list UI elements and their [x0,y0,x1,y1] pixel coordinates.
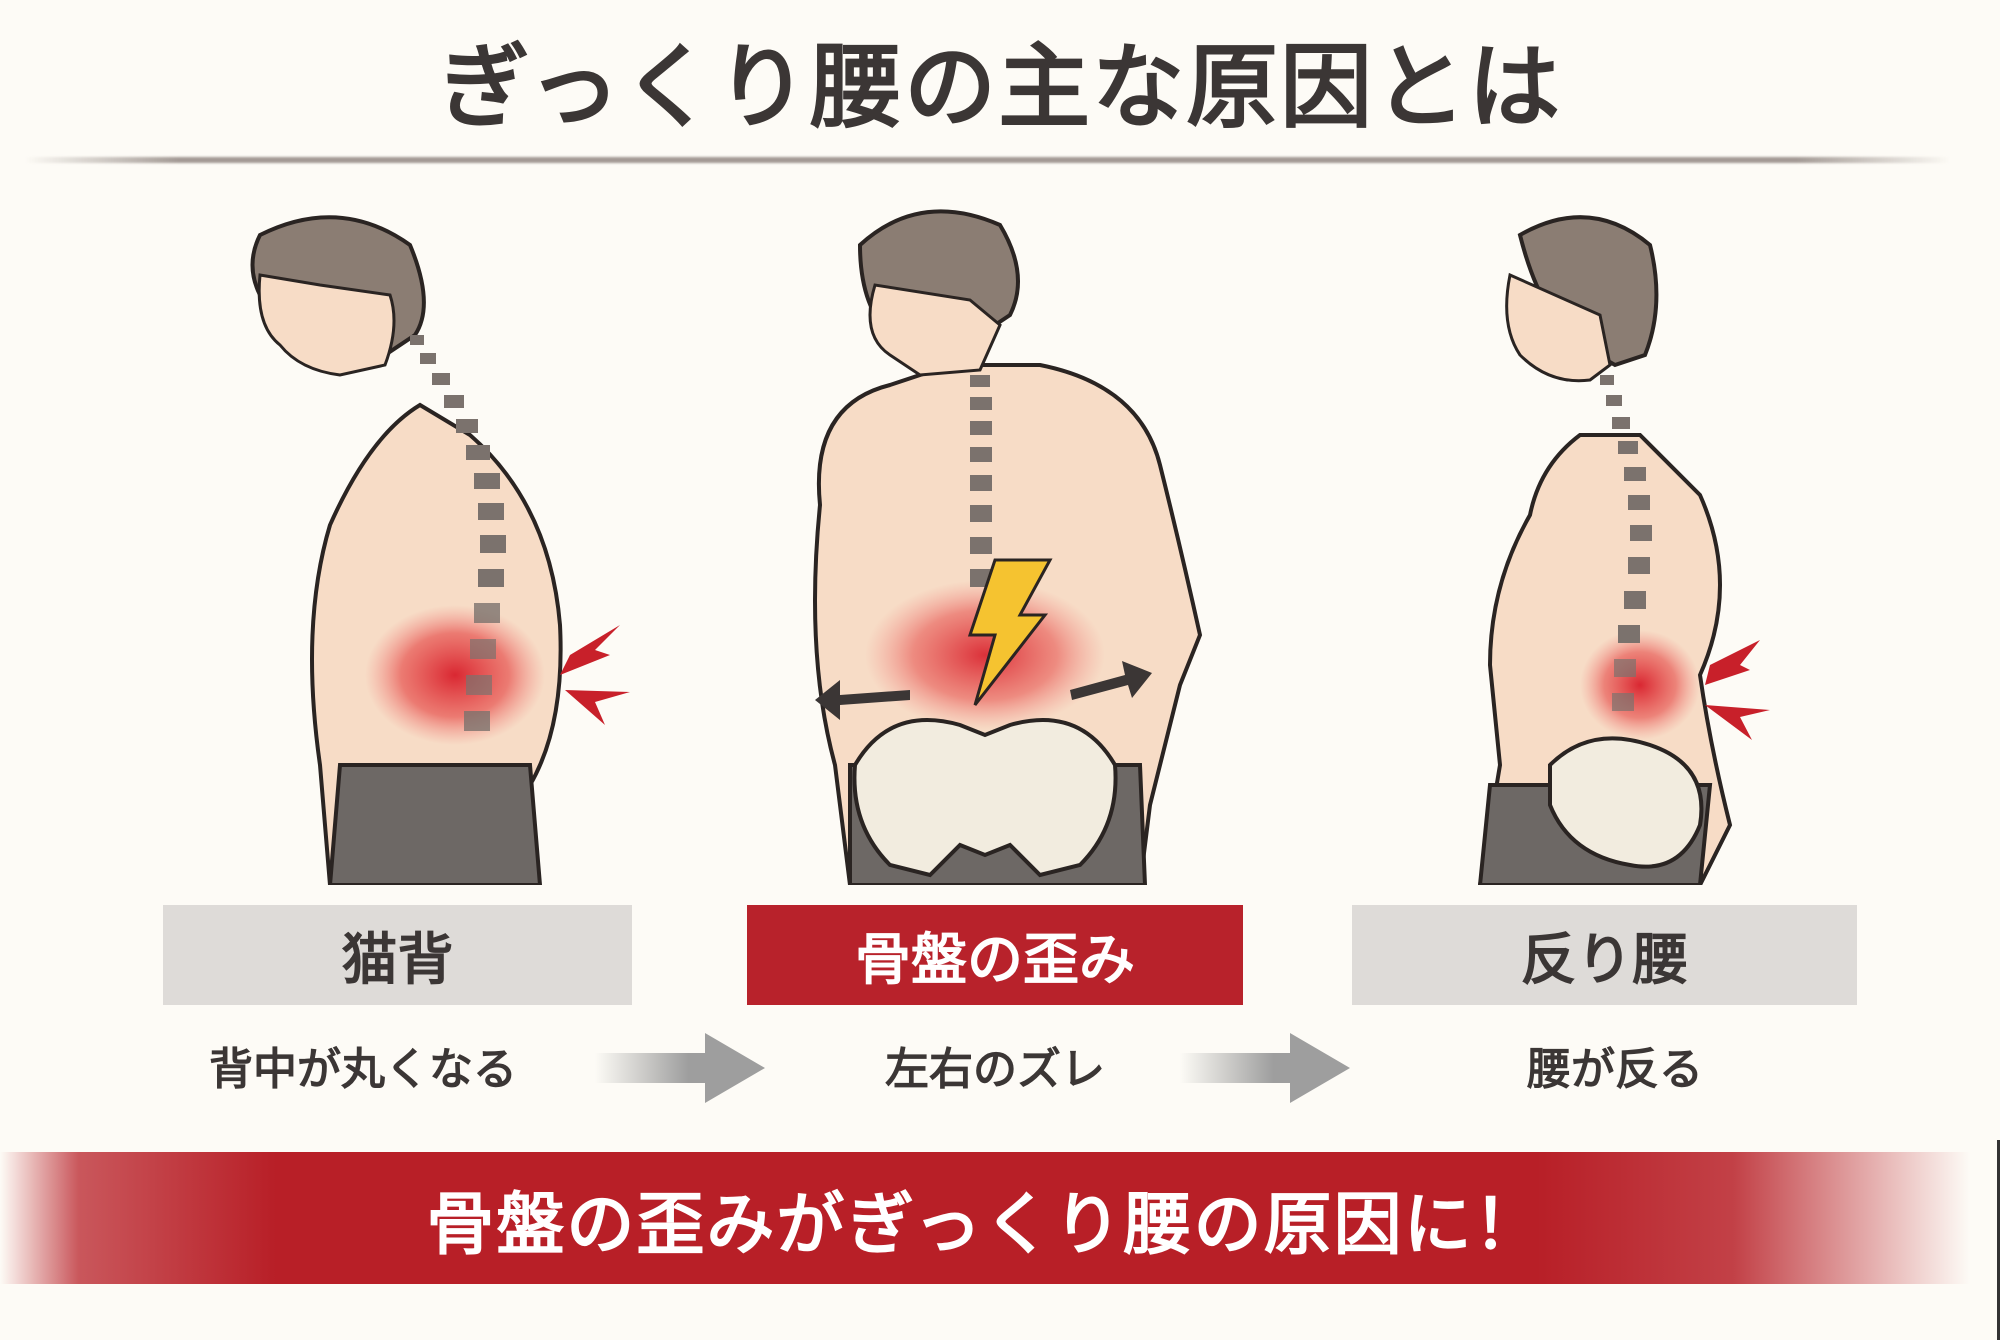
cause-label: 骨盤の歪み [855,927,1135,993]
arrow-right-icon [595,1033,765,1103]
pelvic-distortion-figure-icon [813,209,1203,885]
image-edge-line [1997,1140,2000,1340]
cause-description: 背中が丸くなる [209,1044,517,1095]
cause-box-pelvic-distortion: 骨盤の歪み [747,905,1243,1005]
conclusion-text: 骨盤の歪みがぎっくり腰の原因に！ [426,1185,1544,1265]
arrow-right-icon [1180,1033,1350,1103]
cause-description: 腰が反る [1527,1044,1703,1095]
cause-label: 猫背 [341,927,454,993]
conclusion-banner: 骨盤の歪みがぎっくり腰の原因に！ [0,1152,1970,1284]
swayback-figure-icon [1477,215,1770,885]
hunched-back-figure-icon [250,215,630,885]
title-divider [25,157,1950,163]
cause-box-hunched-back: 猫背 [163,905,632,1005]
cause-box-swayback: 反り腰 [1352,905,1857,1005]
cause-label: 反り腰 [1520,927,1689,993]
cause-description: 左右のズレ [885,1044,1105,1095]
page-title: ぎっくり腰の主な原因とは [437,34,1563,141]
